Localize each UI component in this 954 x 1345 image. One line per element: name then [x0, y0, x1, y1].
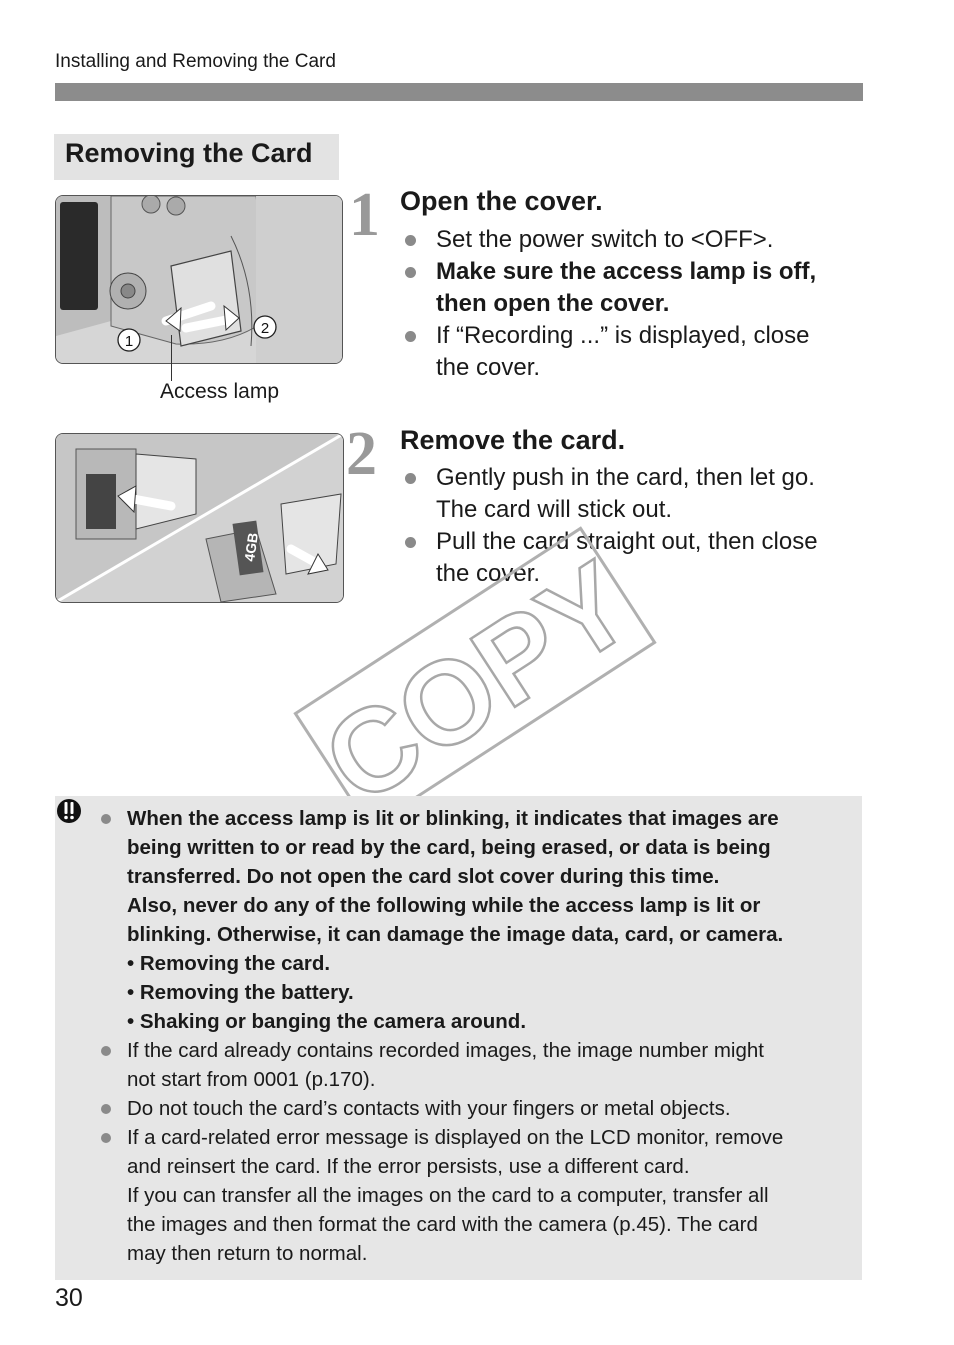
caution-box: [55, 796, 862, 1280]
list-item: If a card-related error message is displ…: [98, 1123, 853, 1268]
step-2-number: 2: [346, 420, 377, 488]
step-1-number: 1: [349, 181, 380, 249]
header-rule: [55, 83, 863, 101]
list-item: If “Recording ...” is displayed, close t…: [400, 320, 830, 384]
bullet-icon: [101, 1104, 111, 1114]
step-2-title: Remove the card.: [400, 425, 626, 455]
section-title: Removing the Card: [65, 138, 313, 168]
bullet-icon: [405, 235, 416, 246]
card-capacity-label: 4GB: [241, 532, 261, 563]
list-item: Gently push in the card, then let go. Th…: [400, 462, 830, 526]
bullet-icon: [405, 537, 416, 548]
bullet-icon: [405, 331, 416, 342]
step-1-bullets: Set the power switch to <OFF>. Make sure…: [400, 224, 830, 384]
copy-watermark: COPY: [293, 526, 657, 831]
list-item: Make sure the access lamp is off, then o…: [400, 256, 830, 320]
list-item: If the card already contains recorded im…: [98, 1036, 853, 1094]
list-item: When the access lamp is lit or blinking,…: [98, 804, 853, 1036]
list-item: Pull the card straight out, then close t…: [400, 526, 830, 590]
callout-marker-1: 1: [125, 333, 133, 350]
watermark-text: COPY: [302, 537, 654, 830]
callout-marker-2: 2: [261, 320, 269, 337]
bullet-icon: [101, 1046, 111, 1056]
camera-cover-illustration: 1 2: [55, 195, 343, 364]
section-title-box: [54, 134, 339, 180]
caution-icon: [57, 799, 81, 823]
bullet-icon: [101, 814, 111, 824]
running-head: Installing and Removing the Card: [55, 51, 336, 72]
caution-list: When the access lamp is lit or blinking,…: [98, 804, 853, 1268]
list-item: Do not touch the card’s contacts with yo…: [98, 1094, 853, 1123]
bullet-icon: [405, 473, 416, 484]
card-removal-illustration: 4GB: [55, 433, 344, 603]
list-item: Set the power switch to <OFF>.: [400, 224, 830, 256]
step-1-title: Open the cover.: [400, 186, 603, 216]
step-2-bullets: Gently push in the card, then let go. Th…: [400, 462, 830, 590]
bullet-icon: [101, 1133, 111, 1143]
callout-leader-line: [171, 335, 172, 381]
access-lamp-label: Access lamp: [160, 380, 280, 403]
bullet-icon: [405, 267, 416, 278]
page-number: 30: [55, 1284, 83, 1312]
